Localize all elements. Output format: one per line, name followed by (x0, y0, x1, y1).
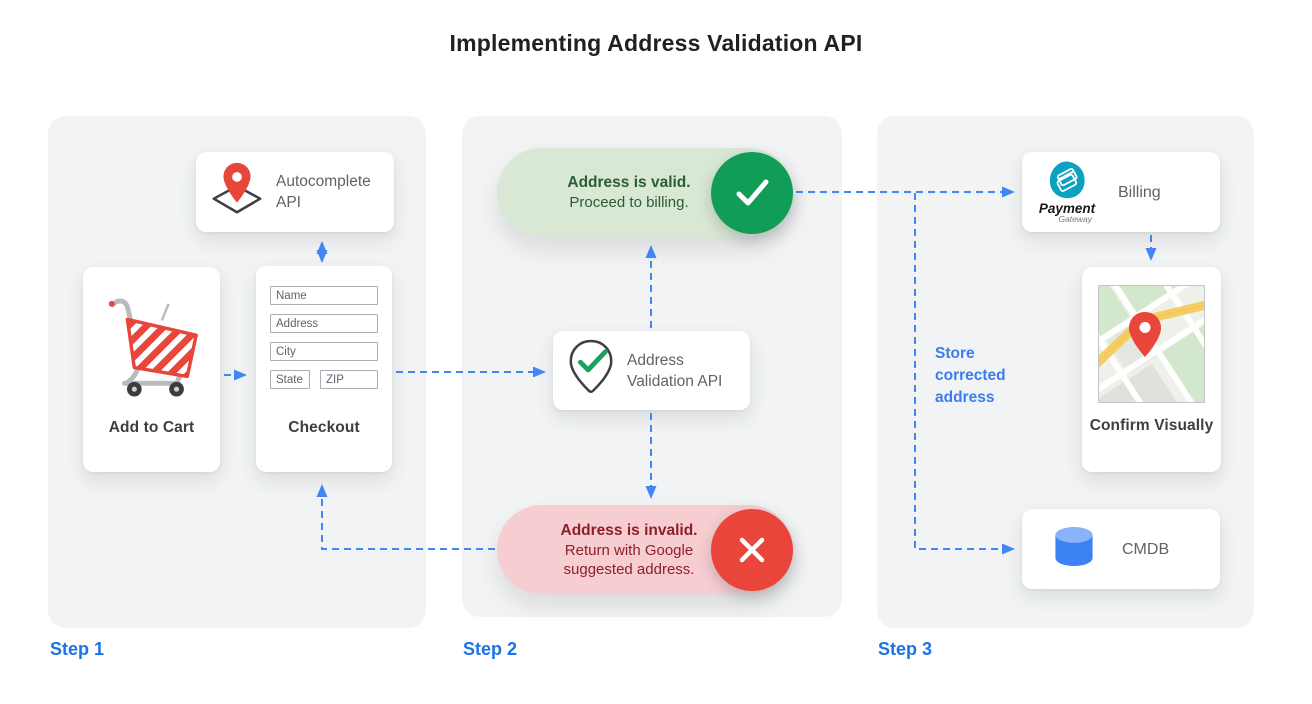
cmdb-label: CMDB (1122, 540, 1170, 558)
name-field[interactable]: Name (270, 286, 378, 305)
shopping-cart-icon (108, 298, 198, 397)
error-x-icon (711, 508, 793, 591)
zip-field[interactable]: ZIP (320, 370, 378, 389)
city-field[interactable]: City (270, 342, 378, 361)
store-corrected-address-note: Store corrected address (935, 345, 1006, 406)
map-thumbnail-icon (1098, 285, 1205, 403)
page-title: Implementing Address Validation API (449, 30, 863, 56)
address-validation-api-node: Address Validation API (553, 331, 750, 410)
success-check-icon (711, 151, 793, 234)
payment-gateway-logo-primary: Payment (1038, 201, 1096, 216)
valid-result-title: Address is valid. (567, 174, 691, 191)
invalid-result-pill: Address is invalid. Return with Google s… (497, 505, 793, 594)
address-field[interactable]: Address (270, 314, 378, 333)
cmdb-node: CMDB (1022, 509, 1220, 589)
address-validation-api-label: Address Validation API (627, 351, 723, 390)
payment-gateway-logo: Payment Gateway (1034, 160, 1100, 224)
autocomplete-api-label: Autocomplete API (276, 173, 371, 211)
step1-label: Step 1 (50, 639, 105, 659)
database-icon (1048, 522, 1100, 577)
checkout-form: Name Address City State ZIP (270, 286, 378, 398)
autocomplete-api-node: Autocomplete API (196, 152, 394, 232)
payment-gateway-logo-secondary: Gateway (1058, 214, 1092, 224)
confirm-visually-label: Confirm Visually (1089, 417, 1214, 434)
map-pin-marker (1129, 312, 1161, 357)
billing-node: Payment Gateway Billing (1022, 152, 1220, 232)
state-field[interactable]: State (270, 370, 310, 389)
checkout-label: Checkout (288, 419, 360, 436)
confirm-visually-node: Confirm Visually (1082, 267, 1221, 472)
valid-result-pill: Address is valid. Proceed to billing. (497, 148, 793, 237)
billing-label: Billing (1118, 183, 1161, 201)
invalid-result-subtitle: Return with Google suggested address. (563, 541, 695, 578)
valid-result-subtitle: Proceed to billing. (569, 194, 689, 211)
map-pin-diamond-icon (208, 161, 266, 224)
add-to-cart-node: Add to Cart (83, 267, 220, 472)
checkout-node: Name Address City State ZIP Checkout (256, 266, 392, 472)
invalid-result-title: Address is invalid. (560, 521, 698, 539)
payment-gateway-icon (1049, 161, 1085, 199)
step3-label: Step 3 (878, 639, 933, 659)
pin-check-icon (565, 338, 617, 403)
step2-label: Step 2 (463, 639, 518, 659)
add-to-cart-label: Add to Cart (108, 419, 195, 436)
